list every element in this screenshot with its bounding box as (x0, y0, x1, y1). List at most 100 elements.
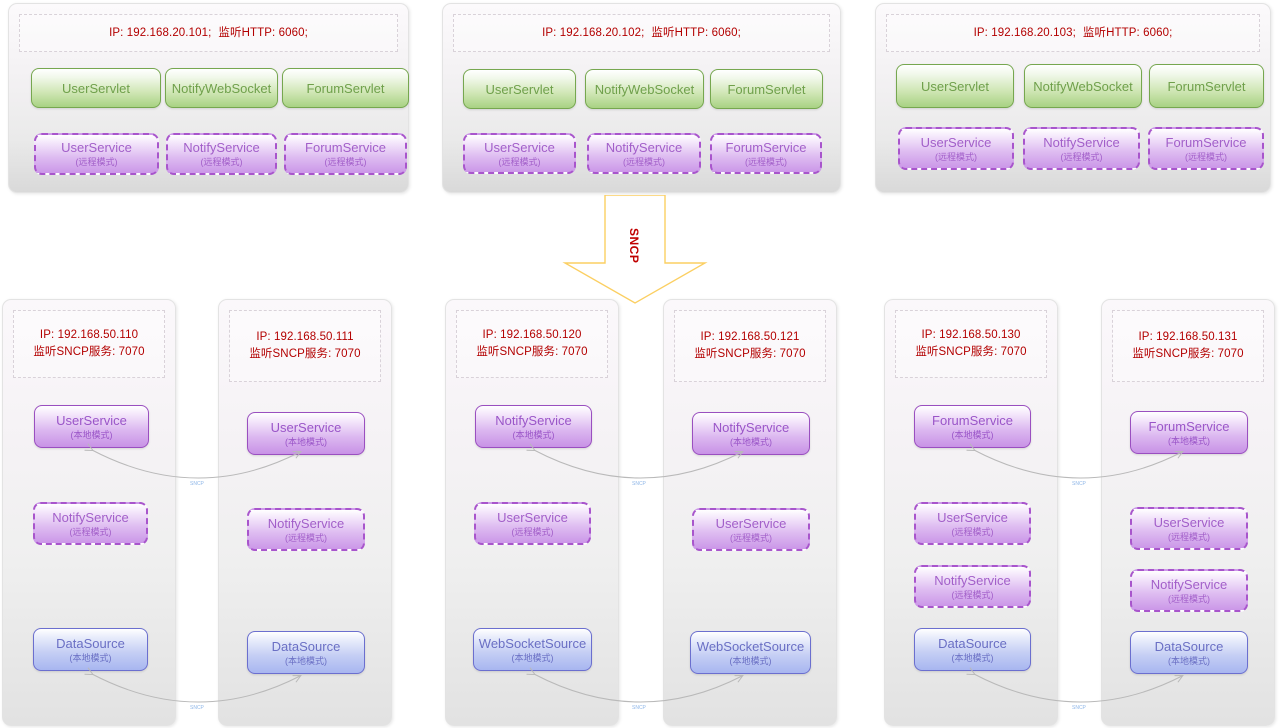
ip-address: IP: 192.168.20.101; (109, 26, 212, 39)
node-title: NotifyService (934, 572, 1011, 588)
ip-header: IP: 192.168.50.110 监听SNCP服务: 7070 (13, 310, 165, 378)
listen-port: 监听SNCP服务: 7070 (1132, 348, 1244, 360)
node-title: ForumService (932, 412, 1013, 428)
service-box[interactable]: NotifyService (远程模式) (166, 133, 277, 175)
service-tier-panel-2: IP: 192.168.50.111 监听SNCP服务: 7070 UserSe… (218, 299, 392, 726)
service-node[interactable]: UserService (本地模式) (34, 405, 149, 448)
node-title: NotifyService (1043, 134, 1120, 150)
datasource-node[interactable]: DataSource (本地模式) (914, 628, 1031, 671)
service-node[interactable]: NotifyService (本地模式) (692, 412, 810, 455)
service-tier-panel-4: IP: 192.168.50.121 监听SNCP服务: 7070 Notify… (663, 299, 837, 726)
sncp-link-label: SNCP (1071, 705, 1087, 711)
node-title: UserService (61, 140, 132, 155)
node-title: NotifyService (605, 139, 683, 155)
node-mode: (远程模式) (285, 532, 327, 543)
ip-address: IP: 192.168.50.110 (39, 329, 139, 341)
node-title: UserService (497, 509, 568, 525)
service-node[interactable]: UserService (远程模式) (692, 508, 810, 551)
ip-header: IP: 192.168.20.101; 监听HTTP: 6060; (19, 14, 398, 52)
sncp-protocol-label: SNCP (627, 228, 641, 264)
service-box[interactable]: NotifyService (远程模式) (587, 133, 701, 174)
datasource-node[interactable]: WebSocketSource (本地模式) (690, 631, 811, 674)
service-node[interactable]: NotifyService (远程模式) (33, 502, 148, 545)
node-mode: (本地模式) (70, 429, 113, 440)
node-mode: (远程模式) (951, 526, 994, 537)
node-title: UserServlet (485, 81, 554, 97)
node-title: NotifyService (183, 140, 260, 155)
datasource-node[interactable]: DataSource (本地模式) (247, 631, 365, 674)
ip-address: IP: 192.168.50.131 (1138, 331, 1238, 343)
service-tier-panel-5: IP: 192.168.50.130 监听SNCP服务: 7070 ForumS… (884, 299, 1058, 726)
ip-address: IP: 192.168.50.111 (256, 331, 354, 343)
service-node[interactable]: NotifyService (远程模式) (914, 565, 1031, 608)
datasource-node[interactable]: DataSource (本地模式) (1130, 631, 1248, 674)
node-mode: (本地模式) (1168, 655, 1210, 666)
servlet-box[interactable]: UserServlet (896, 64, 1014, 108)
servlet-box[interactable]: NotifyWebSocket (585, 69, 704, 109)
node-mode: (远程模式) (1168, 531, 1210, 542)
node-mode: (本地模式) (729, 655, 772, 666)
node-mode: (远程模式) (511, 526, 554, 537)
sncp-link-label: SNCP (189, 705, 205, 711)
service-node[interactable]: NotifyService (远程模式) (247, 508, 365, 551)
node-title: ForumService (1165, 134, 1247, 150)
node-title: UserServlet (921, 78, 989, 94)
listen-port: 监听SNCP服务: 7070 (249, 348, 361, 360)
node-title: ForumService (725, 139, 807, 155)
node-title: UserService (715, 515, 787, 531)
servlet-box[interactable]: ForumServlet (1149, 64, 1264, 108)
ip-header: IP: 192.168.50.111 监听SNCP服务: 7070 (229, 310, 381, 382)
node-title: NotifyWebSocket (594, 81, 695, 97)
service-node[interactable]: UserService (远程模式) (474, 502, 591, 545)
node-title: UserService (270, 419, 342, 435)
node-title: ForumServlet (1167, 78, 1246, 94)
servlet-box[interactable]: UserServlet (31, 68, 161, 108)
node-title: DataSource (56, 635, 125, 651)
service-box[interactable]: ForumService (远程模式) (1148, 127, 1264, 170)
service-box[interactable]: ForumService (远程模式) (710, 133, 822, 174)
service-box[interactable]: UserService (远程模式) (463, 133, 576, 174)
listen-port: 监听HTTP: 6060; (651, 26, 741, 39)
node-title: NotifyWebSocket (171, 80, 272, 96)
datasource-node[interactable]: DataSource (本地模式) (33, 628, 148, 671)
node-title: NotifyWebSocket (1033, 78, 1133, 94)
service-box[interactable]: UserService (远程模式) (34, 133, 159, 175)
node-title: UserService (937, 509, 1008, 525)
node-mode: (远程模式) (730, 532, 772, 543)
servlet-box[interactable]: NotifyWebSocket (1024, 64, 1142, 108)
ip-address: IP: 192.168.50.121 (700, 331, 800, 343)
sncp-link-label: SNCP (1071, 481, 1087, 487)
service-box[interactable]: NotifyService (远程模式) (1023, 127, 1140, 170)
sncp-arrow (562, 195, 708, 304)
service-tier-panel-6: IP: 192.168.50.131 监听SNCP服务: 7070 ForumS… (1101, 299, 1275, 726)
service-box[interactable]: UserService (远程模式) (898, 127, 1014, 170)
service-node[interactable]: UserService (远程模式) (914, 502, 1031, 545)
servlet-box[interactable]: UserServlet (463, 69, 576, 109)
node-title: UserService (920, 134, 992, 150)
service-node[interactable]: UserService (本地模式) (247, 412, 365, 455)
node-mode: (远程模式) (324, 157, 367, 167)
service-node[interactable]: ForumService (本地模式) (1130, 411, 1248, 454)
node-title: DataSource (938, 635, 1007, 651)
service-node[interactable]: NotifyService (远程模式) (1130, 569, 1248, 612)
service-node[interactable]: UserService (远程模式) (1130, 507, 1248, 550)
node-title: ForumServlet (306, 80, 385, 96)
node-title: ForumService (305, 140, 386, 155)
ip-header: IP: 192.168.20.102; 监听HTTP: 6060; (453, 14, 830, 52)
servlet-box[interactable]: ForumServlet (710, 69, 823, 109)
servlet-box[interactable]: ForumServlet (282, 68, 409, 108)
node-title: DataSource (271, 638, 341, 654)
node-mode: (本地模式) (951, 429, 994, 440)
service-box[interactable]: ForumService (远程模式) (284, 133, 407, 175)
node-title: DataSource (1154, 638, 1224, 654)
service-tier-panel-3: IP: 192.168.50.120 监听SNCP服务: 7070 Notify… (445, 299, 619, 726)
node-title: UserService (1153, 514, 1225, 530)
node-mode: (远程模式) (935, 151, 977, 162)
ip-address: IP: 192.168.50.130 (921, 329, 1021, 341)
web-tier-panel-3: IP: 192.168.20.103; 监听HTTP: 6060; UserSe… (875, 3, 1271, 193)
node-mode: (本地模式) (730, 436, 772, 447)
servlet-box[interactable]: NotifyWebSocket (165, 68, 278, 108)
datasource-node[interactable]: WebSocketSource (本地模式) (473, 628, 592, 671)
service-node[interactable]: ForumService (本地模式) (914, 405, 1031, 448)
service-node[interactable]: NotifyService (本地模式) (475, 405, 592, 448)
